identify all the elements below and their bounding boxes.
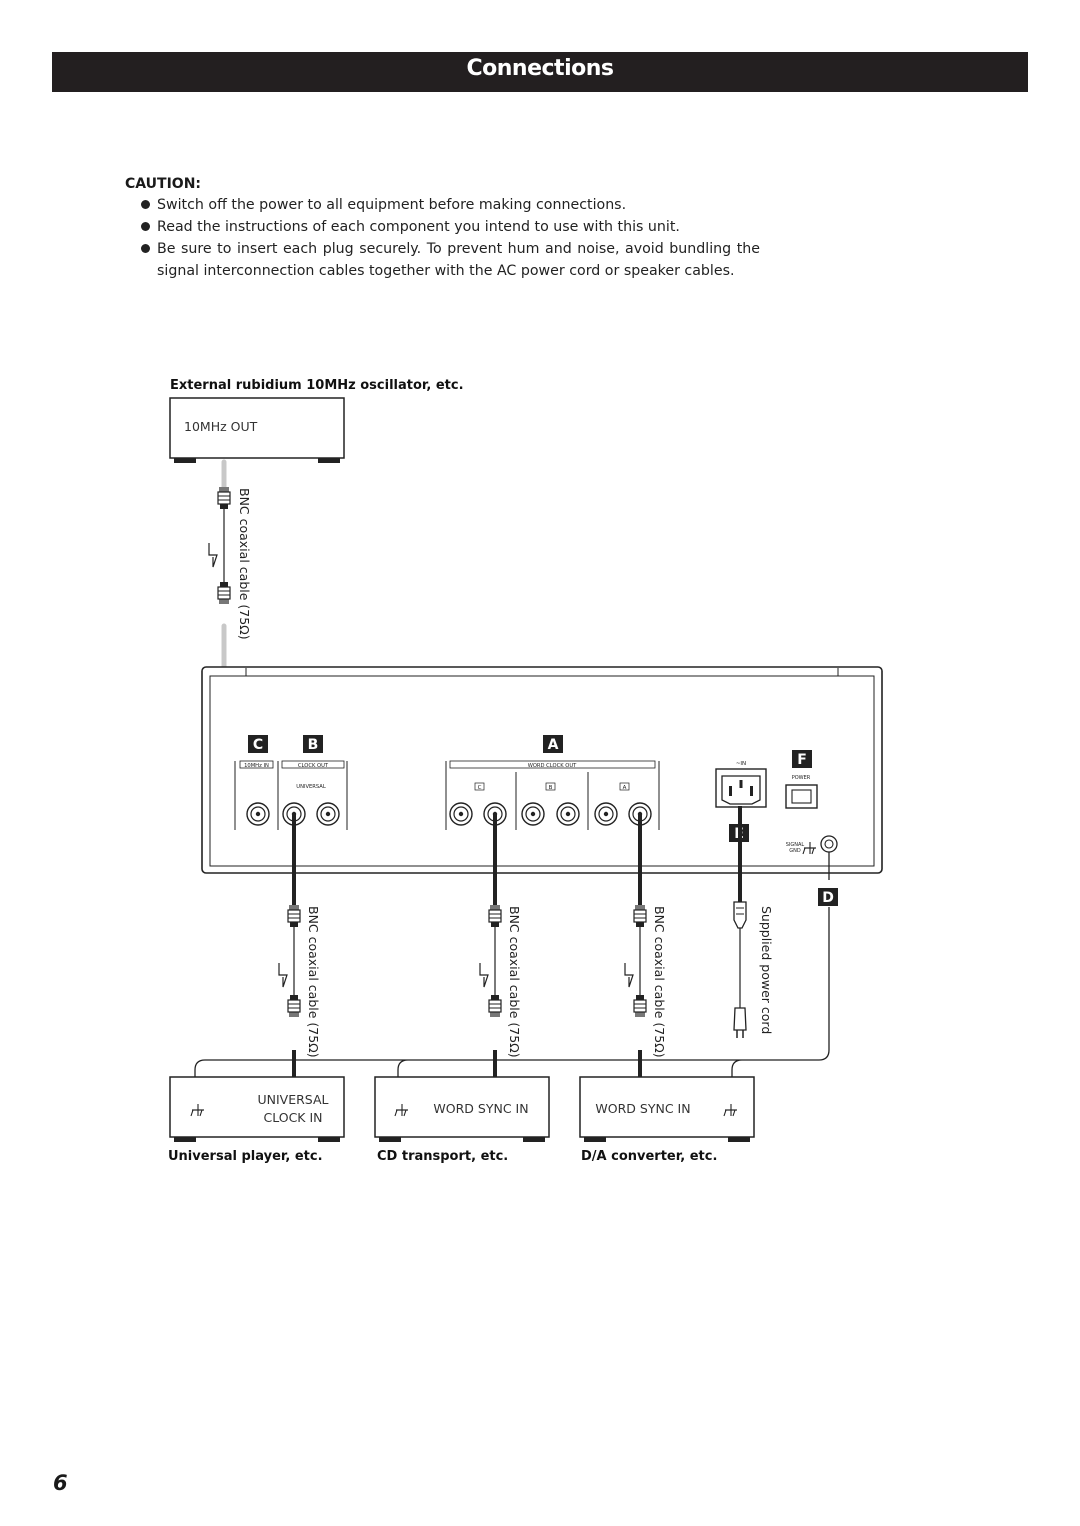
svg-text:D: D bbox=[822, 890, 834, 906]
socket-word-a-1 bbox=[594, 802, 618, 826]
cable-label-10mhz: BNC coaxial cable (75Ω) bbox=[237, 488, 252, 640]
svg-text:A: A bbox=[548, 737, 559, 753]
caution-item: Switch off the power to all equipment be… bbox=[140, 194, 760, 216]
sub-label-b: B bbox=[549, 785, 553, 791]
label-signal-gnd-2: GND bbox=[789, 848, 801, 854]
device-cd-transport: WORD SYNC IN bbox=[374, 1076, 550, 1142]
caution-heading: CAUTION: bbox=[125, 176, 202, 192]
svg-text:F: F bbox=[797, 752, 807, 768]
oscillator-port-label: 10MHz OUT bbox=[184, 419, 258, 434]
terminal-badge-c: C bbox=[248, 735, 268, 753]
sub-label-a: A bbox=[623, 785, 627, 791]
power-cord-label: Supplied power cord bbox=[759, 906, 774, 1034]
page-title: Connections bbox=[466, 56, 614, 81]
cable-label-word-c: BNC coaxial cable (75Ω) bbox=[507, 906, 522, 1058]
label-universal: UNIVERSAL bbox=[296, 784, 326, 790]
unit-rear-panel bbox=[201, 666, 883, 874]
socket-universal-out-2 bbox=[316, 802, 340, 826]
ground-wire bbox=[194, 852, 830, 1100]
device-caption-da: D/A converter, etc. bbox=[581, 1149, 717, 1164]
device-universal-player: UNIVERSAL CLOCK IN bbox=[169, 1076, 345, 1142]
device-port-da: WORD SYNC IN bbox=[595, 1101, 690, 1116]
device-port-cd: WORD SYNC IN bbox=[433, 1101, 528, 1116]
power-switch bbox=[785, 784, 818, 809]
device-caption-universal: Universal player, etc. bbox=[168, 1149, 323, 1164]
label-ac-in: ~IN bbox=[736, 761, 746, 767]
header-bar: Connections bbox=[52, 52, 1028, 92]
device-caption-cd: CD transport, etc. bbox=[377, 1149, 508, 1164]
socket-word-c-1 bbox=[449, 802, 473, 826]
sub-label-c: C bbox=[478, 785, 482, 791]
label-power: POWER bbox=[792, 775, 811, 781]
label-clock-out: CLOCK OUT bbox=[298, 763, 329, 769]
device-port-universal-2: CLOCK IN bbox=[263, 1110, 322, 1125]
socket-word-b-1 bbox=[521, 802, 545, 826]
cable-label-universal: BNC coaxial cable (75Ω) bbox=[306, 906, 321, 1058]
terminal-badge-a: A bbox=[543, 735, 563, 753]
terminal-badge-d: D bbox=[818, 888, 838, 906]
socket-10mhz-in bbox=[246, 802, 270, 826]
page-number: 6 bbox=[53, 1471, 68, 1495]
caution-list: Switch off the power to all equipment be… bbox=[140, 194, 760, 282]
oscillator-box bbox=[169, 397, 345, 459]
socket-word-b-2 bbox=[556, 802, 580, 826]
label-10mhz-in: 10MHz IN bbox=[244, 763, 269, 769]
label-word-clock-out: WORD CLOCK OUT bbox=[528, 763, 577, 769]
svg-text:B: B bbox=[308, 737, 319, 753]
ac-inlet bbox=[715, 768, 767, 808]
device-port-universal-1: UNIVERSAL bbox=[257, 1092, 328, 1107]
label-signal-gnd-1: SIGNAL bbox=[786, 842, 805, 848]
caution-item: Be sure to insert each plug securely. To… bbox=[140, 238, 760, 282]
oscillator-caption: External rubidium 10MHz oscillator, etc. bbox=[170, 378, 464, 393]
caution-item: Read the instructions of each component … bbox=[140, 216, 760, 238]
terminal-badge-b: B bbox=[303, 735, 323, 753]
power-cord bbox=[733, 806, 747, 1038]
terminal-badge-f: F bbox=[792, 750, 812, 768]
cable-label-word-a: BNC coaxial cable (75Ω) bbox=[652, 906, 667, 1058]
device-da-converter: WORD SYNC IN bbox=[579, 1076, 755, 1142]
svg-text:C: C bbox=[253, 737, 263, 753]
